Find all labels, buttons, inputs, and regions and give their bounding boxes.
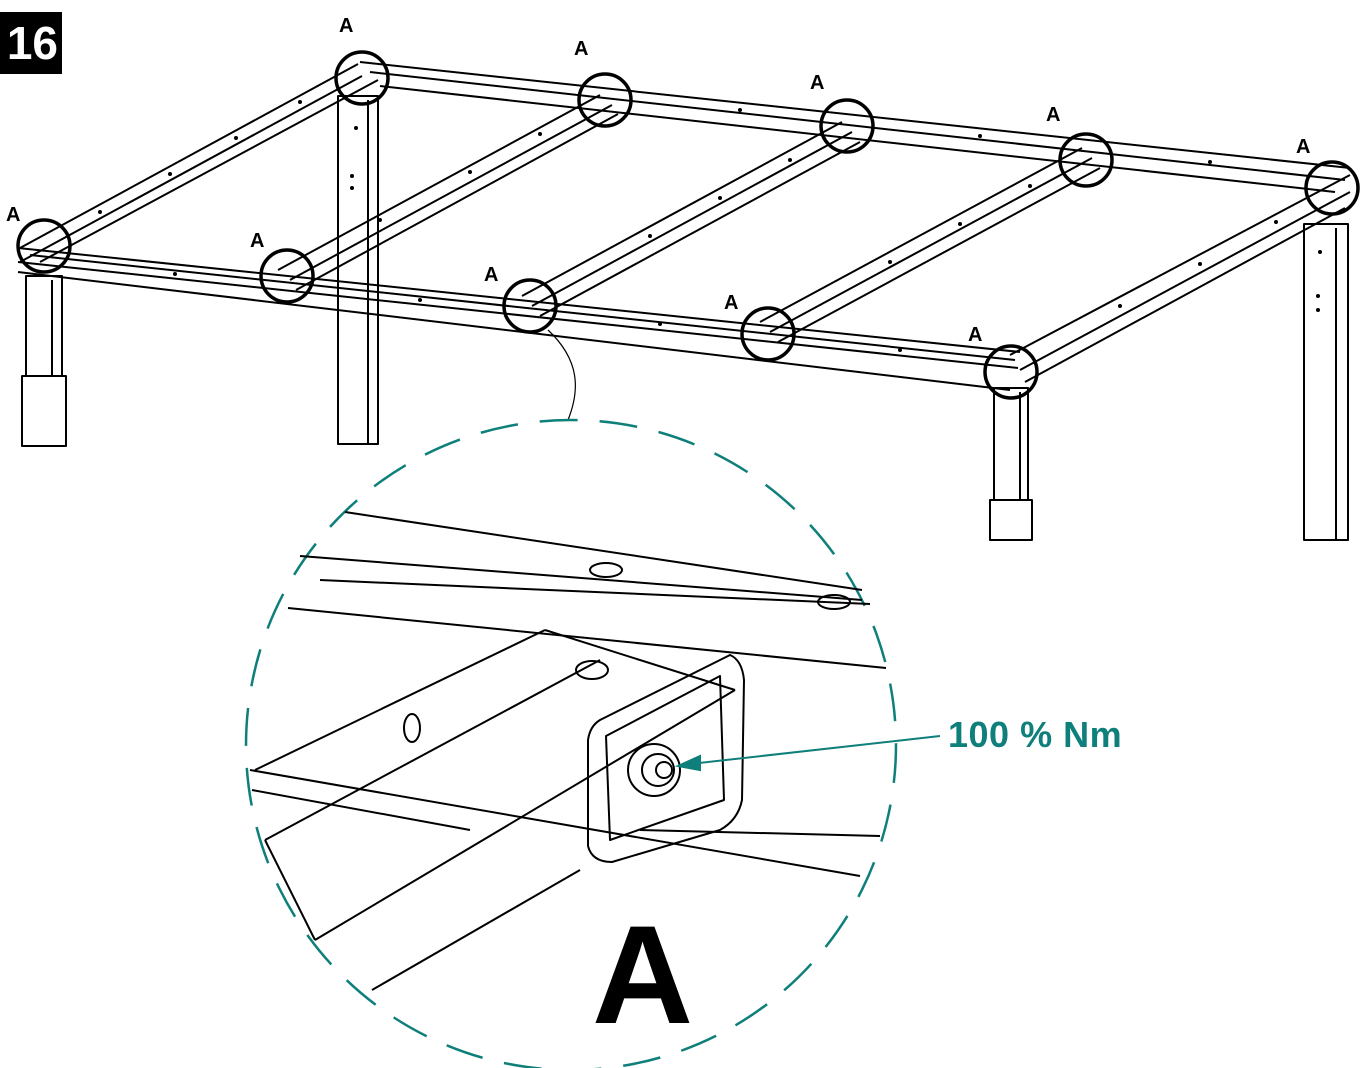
- legs: [21, 95, 1349, 541]
- callout-label-a1: A: [339, 15, 354, 37]
- callout-label-a10: A: [968, 324, 983, 346]
- detail-leader: [547, 329, 576, 421]
- back-rail: [359, 61, 1351, 193]
- callout-label-a6: A: [6, 204, 21, 226]
- callout-label-a4: A: [1046, 104, 1061, 126]
- torque-spec-label: 100 % Nm: [948, 714, 1123, 755]
- left-side-rail: [19, 63, 379, 263]
- detail-label: A: [592, 896, 694, 1053]
- callout-label-a5: A: [1296, 136, 1311, 158]
- callout-label-a8: A: [484, 264, 499, 286]
- cross-beams: [277, 94, 1101, 343]
- right-side-rail: [1009, 174, 1351, 383]
- torque-arrow: [674, 735, 941, 772]
- rail-holes: [98, 100, 1322, 352]
- callout-label-a3: A: [810, 72, 825, 94]
- joint-circles: [16, 50, 1360, 400]
- callout-label-a2: A: [574, 38, 589, 60]
- callout-label-a7: A: [250, 230, 265, 252]
- front-rail: [17, 247, 1021, 391]
- detail-circle: [244, 418, 898, 1068]
- detail-contents: [249, 511, 887, 991]
- callout-label-a9: A: [724, 292, 739, 314]
- step-number-badge: 16: [0, 12, 62, 74]
